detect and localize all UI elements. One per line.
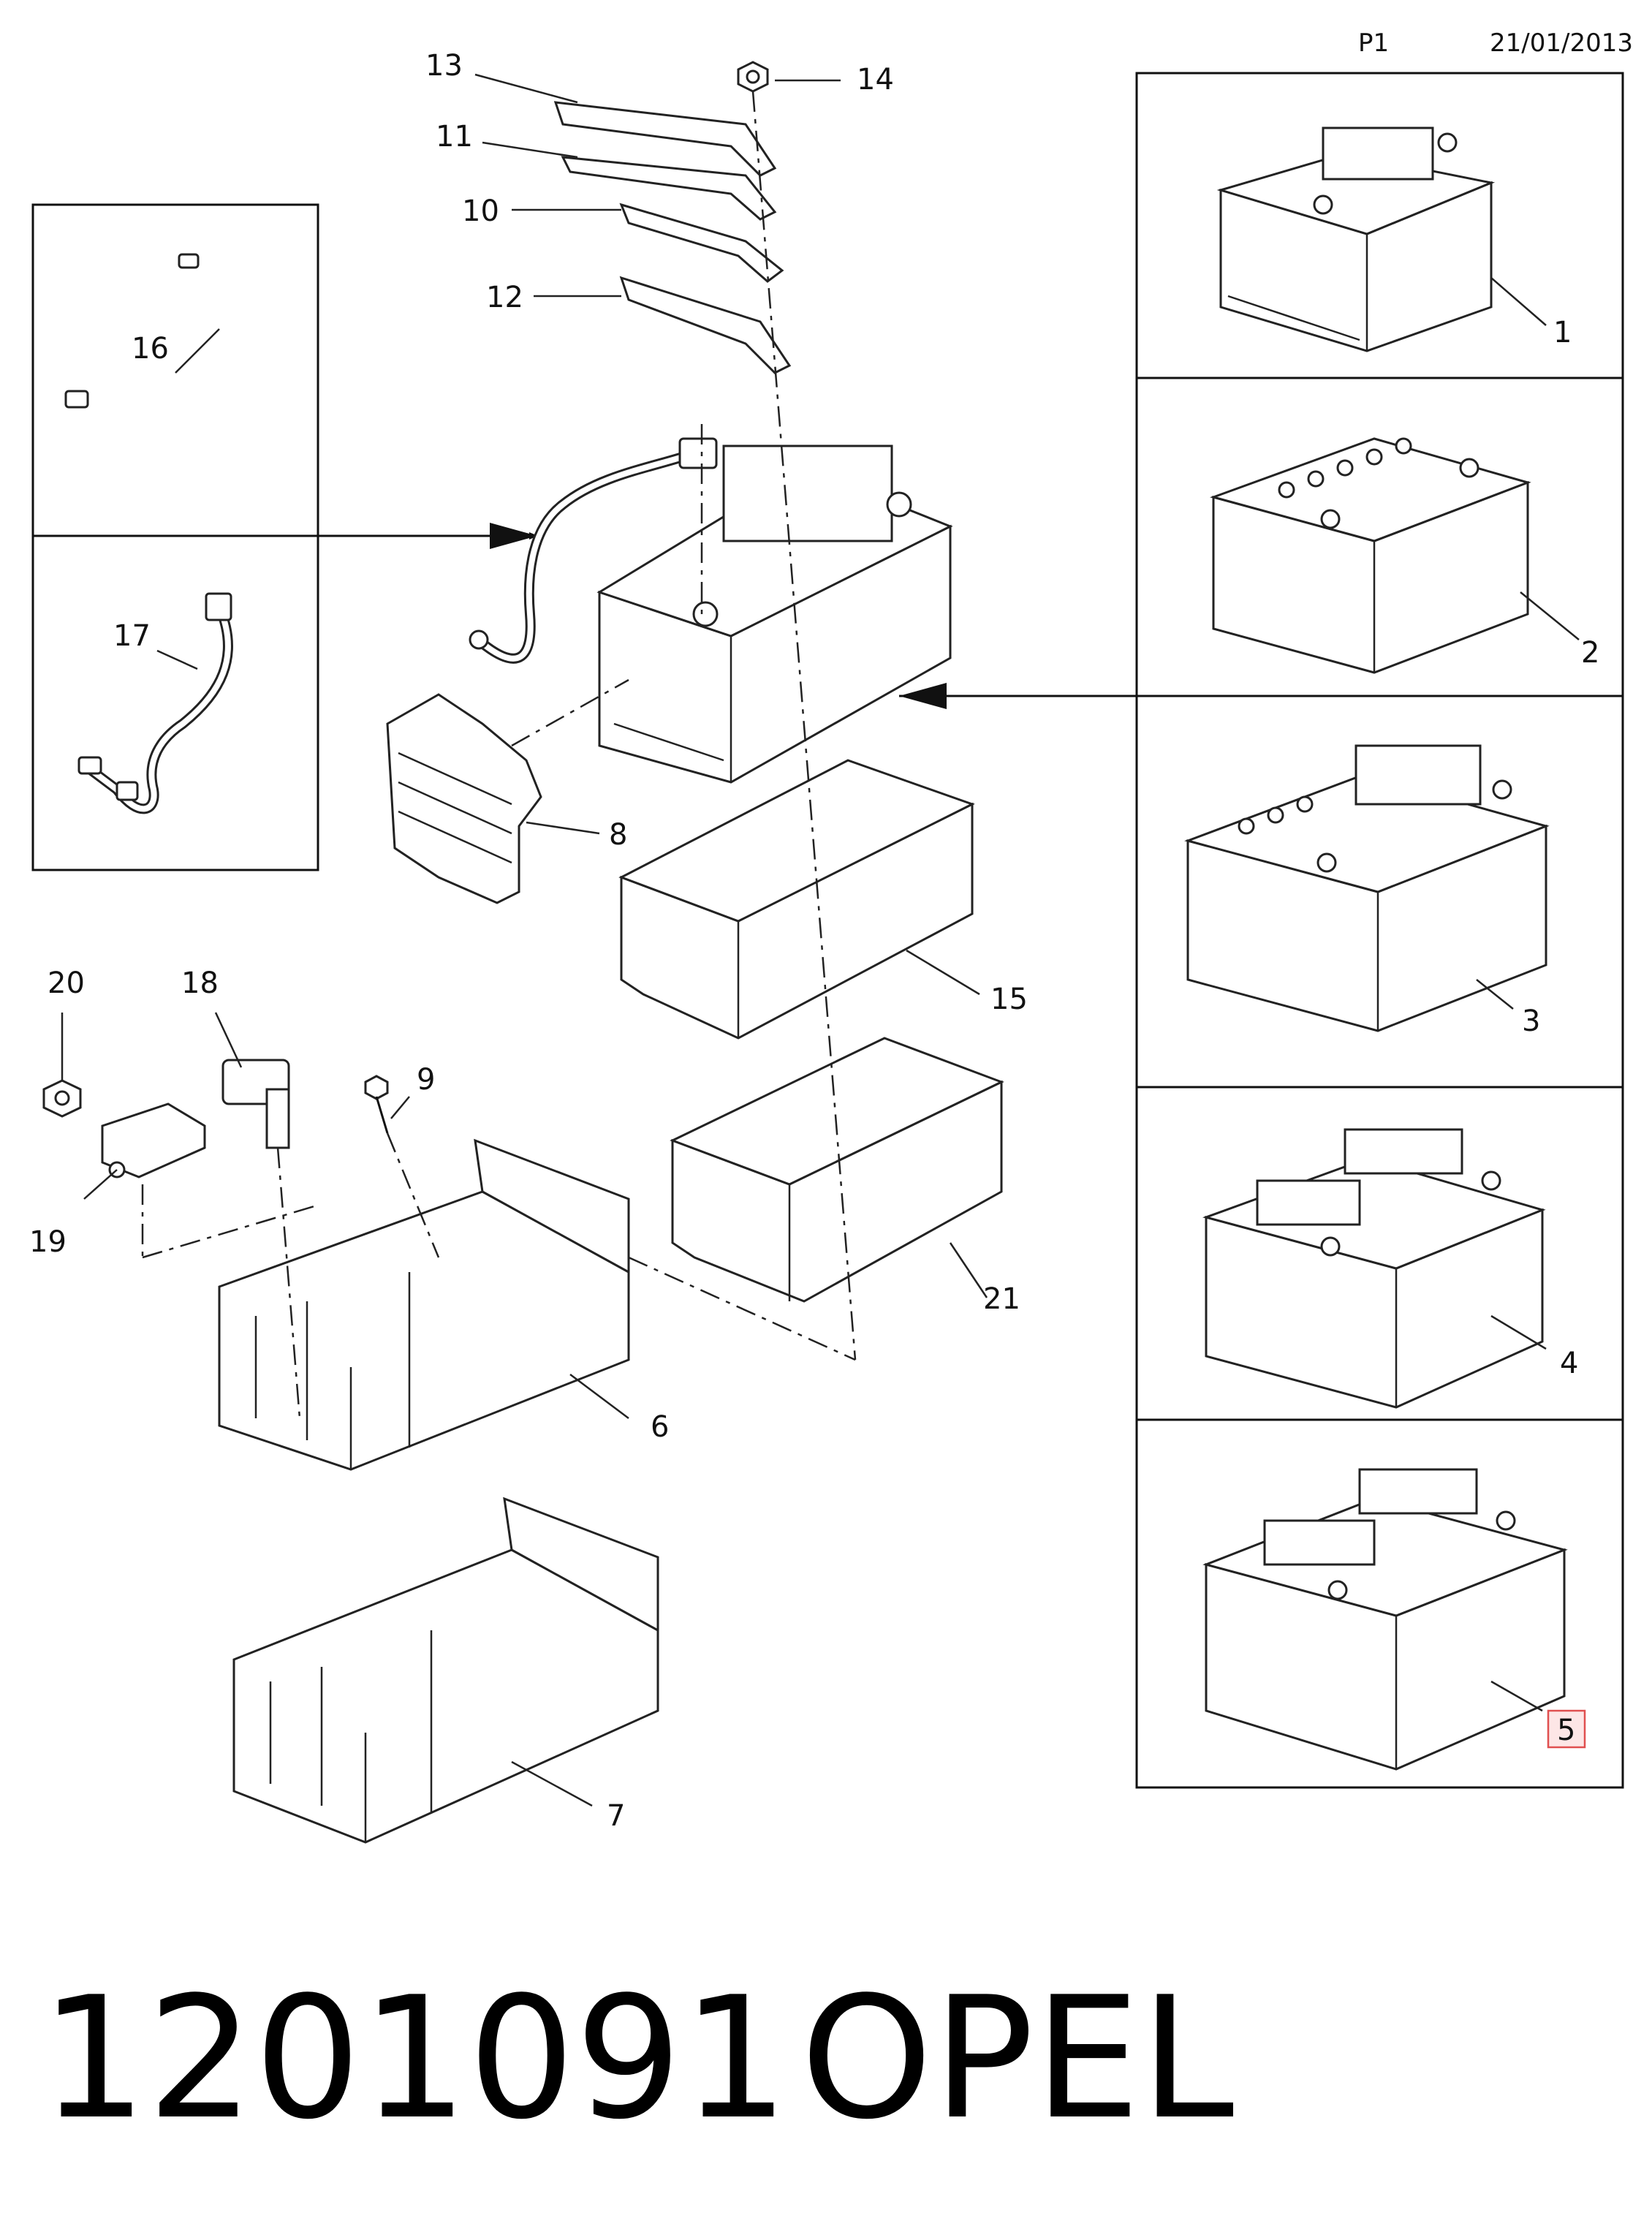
callout-16: 16 — [132, 332, 169, 366]
callout-8: 8 — [609, 818, 627, 852]
callout-15: 15 — [990, 983, 1028, 1016]
brand-name: OPEL — [800, 1961, 1234, 2157]
nut-20-drawing — [42, 1079, 82, 1118]
callout-20: 20 — [48, 966, 85, 1000]
callout-13: 13 — [425, 49, 463, 83]
callout-17: 17 — [113, 619, 151, 653]
cable-16-drawing — [64, 253, 258, 464]
terminal-19-drawing — [101, 1102, 206, 1178]
tray-15-drawing — [618, 759, 975, 1040]
callout-14: 14 — [857, 63, 894, 97]
callout-11: 11 — [436, 120, 473, 154]
callout-1: 1 — [1553, 316, 1572, 349]
cable-inset-panel — [31, 203, 319, 871]
battery-variants-panel — [1135, 72, 1624, 1789]
clamp-11-drawing — [561, 156, 777, 221]
callout-2: 2 — [1581, 636, 1599, 670]
callout-12: 12 — [486, 281, 523, 314]
bolt-9-drawing — [364, 1075, 389, 1134]
main-battery-drawing — [596, 444, 953, 784]
callout-18: 18 — [181, 966, 219, 1000]
carrier-6-drawing — [218, 1138, 630, 1471]
tray-21-drawing — [670, 1037, 1004, 1303]
heat-shield-8-drawing — [386, 693, 542, 904]
assembly-axis — [751, 91, 857, 1361]
callout-9: 9 — [417, 1063, 435, 1097]
bracket-10-drawing — [619, 203, 784, 283]
battery-variant-1 — [1216, 126, 1496, 352]
cable-17-drawing — [77, 592, 233, 814]
carrier-7-drawing — [232, 1497, 659, 1844]
callout-21: 21 — [983, 1282, 1020, 1316]
callout-19: 19 — [29, 1225, 67, 1259]
battery-variant-4 — [1202, 1128, 1546, 1409]
callout-10: 10 — [462, 194, 499, 228]
callout-4: 4 — [1560, 1347, 1578, 1380]
sensor-18-drawing — [221, 1059, 290, 1149]
diagram-date: 21/01/2013 — [1490, 29, 1633, 58]
callout-5-highlight — [1547, 1709, 1586, 1749]
callout-6: 6 — [651, 1410, 669, 1444]
part-number: 1201091 — [40, 1961, 789, 2157]
battery-variant-2 — [1210, 437, 1531, 674]
callout-7: 7 — [607, 1799, 625, 1833]
callout-3: 3 — [1522, 1004, 1540, 1038]
battery-variant-3 — [1184, 744, 1550, 1032]
callout-5: 5 — [1557, 1714, 1575, 1747]
nut-14-drawing — [737, 61, 769, 93]
page-indicator: P1 — [1358, 29, 1389, 58]
battery-variant-5 — [1202, 1468, 1568, 1771]
bracket-12-drawing — [619, 276, 792, 374]
